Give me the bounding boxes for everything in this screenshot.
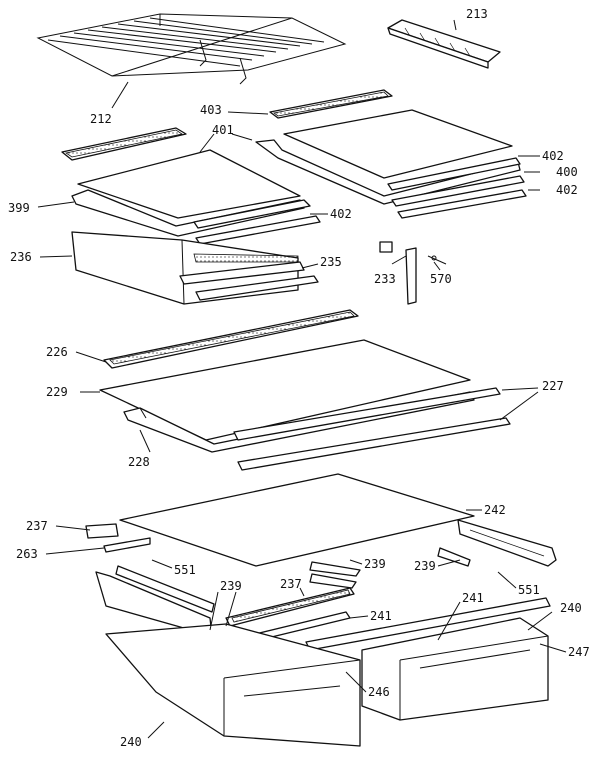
callout-402-c: 402 [330,207,352,221]
callout-263: 263 [16,547,38,561]
callout-213: 213 [466,7,488,21]
callout-212: 212 [90,112,112,126]
callout-403: 403 [200,103,222,117]
callout-551-a: 551 [174,563,196,577]
callout-241-a: 241 [370,609,392,623]
callout-246: 246 [368,685,390,699]
part-upper-right-shelf [255,109,527,219]
callout-235: 235 [320,255,342,269]
callout-401: 401 [212,123,234,137]
leader-lines [37,19,567,739]
callout-240-b: 240 [120,735,142,749]
part-226-rail [103,309,359,369]
part-213-tray [387,19,501,69]
callout-240-a: 240 [560,601,582,615]
callout-399: 399 [8,201,30,215]
callout-239-c: 239 [220,579,242,593]
callout-241-b: 241 [462,591,484,605]
part-228-229-shelf [99,339,511,471]
callout-402-a: 402 [542,149,564,163]
callout-228: 228 [128,455,150,469]
part-240-drawers [105,617,549,747]
callout-233: 233 [374,272,396,286]
callout-400: 400 [556,165,578,179]
callout-239-a: 239 [364,557,386,571]
callout-227: 227 [542,379,564,393]
callout-236: 236 [10,250,32,264]
callout-labels: 213 212 403 401 402 400 402 399 402 236 … [8,7,590,749]
part-399-401-left-shelf [71,149,321,245]
callout-226: 226 [46,345,68,359]
part-212-wire-shelf [36,13,347,85]
part-242-shelf [85,473,557,589]
callout-229: 229 [46,385,68,399]
callout-242: 242 [484,503,506,517]
callout-237-b: 237 [280,577,302,591]
callout-570: 570 [430,272,452,286]
callout-239-b: 239 [414,559,436,573]
callout-402-b: 402 [556,183,578,197]
part-236-crisper-pan [71,231,319,305]
callout-237-a: 237 [26,519,48,533]
callout-247: 247 [568,645,590,659]
callout-551-b: 551 [518,583,540,597]
part-233-570-small [379,241,447,305]
part-403-trims [61,89,393,161]
